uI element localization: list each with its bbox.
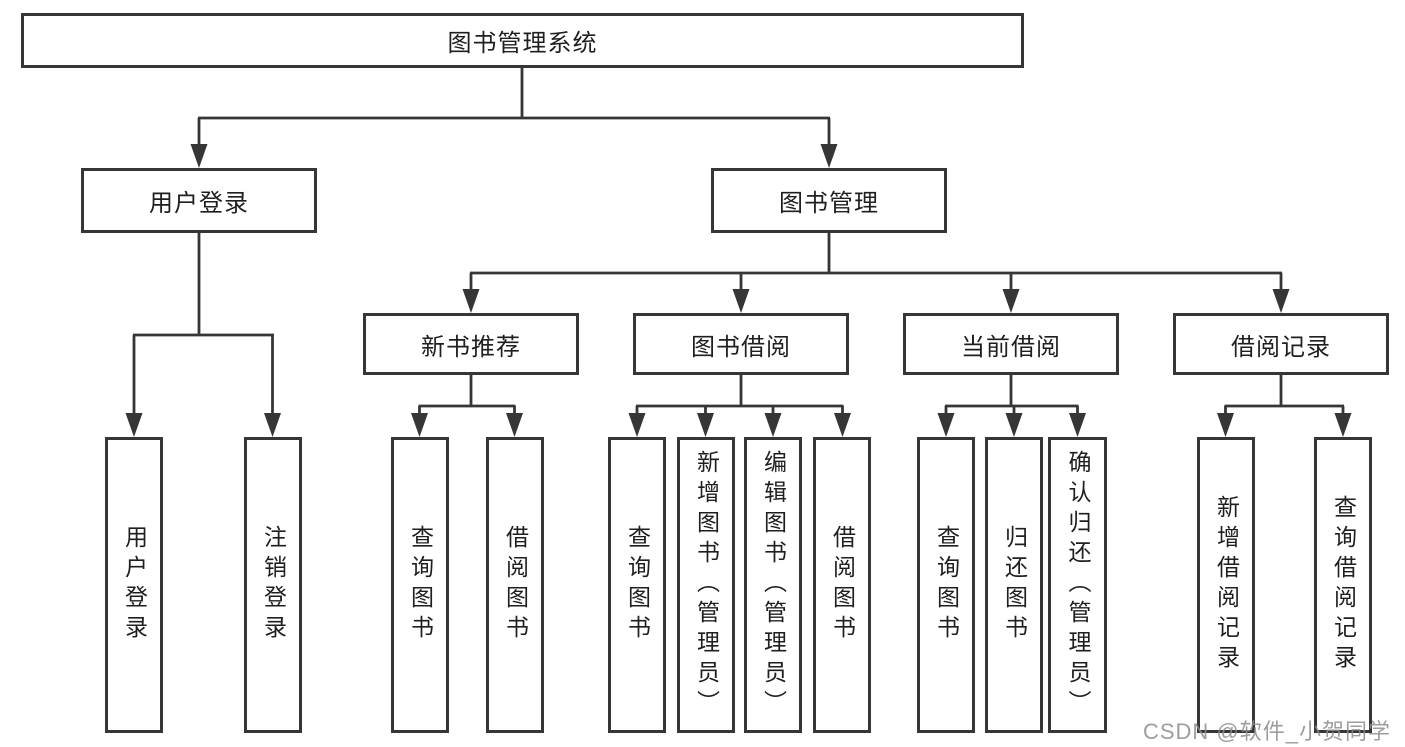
arrowheads-login-leaves [125,413,281,437]
connector-records-to-leaves [1224,375,1345,416]
node-label: 查询图书 [407,525,434,645]
node-label: 用户登录 [121,525,148,645]
arrowheads-level2 [190,144,838,168]
node-leaf-bb-borrow-book: 借阅图书 [813,437,871,733]
arrowheads-records-leaves [1217,413,1352,437]
node-new-book-recommend: 新书推荐 [363,313,579,375]
connector-newbook-to-leaves [418,375,516,416]
node-leaf-user-login: 用户登录 [105,437,163,733]
node-label: 借阅记录 [1231,333,1331,361]
node-label: 用户登录 [149,190,249,217]
node-label: 借阅图书 [502,525,529,645]
node-label: 查询图书 [624,525,651,645]
node-label: 编辑图书（管理员） [760,450,787,720]
node-label: 图书管理系统 [447,30,598,57]
node-book-management: 图书管理 [711,168,947,233]
arrowheads-borrow-leaves [628,413,851,437]
node-leaf-br-query-record: 查询借阅记录 [1314,437,1372,733]
node-label: 注销登录 [260,525,287,645]
node-label: 归还图书 [1001,525,1028,645]
connector-current-to-leaves [944,375,1079,416]
node-leaf-bb-add-book-admin: 新增图书（管理员） [677,437,735,733]
node-label: 新增图书（管理员） [693,450,720,720]
node-leaf-logout: 注销登录 [244,437,302,733]
node-leaf-cb-query-book: 查询图书 [917,437,975,733]
connector-root-to-level2 [197,68,831,147]
node-label: 新书推荐 [421,333,521,361]
node-current-borrow: 当前借阅 [903,313,1119,375]
node-book-borrow: 图书借阅 [633,313,849,375]
node-label: 确认归还（管理员） [1065,450,1091,720]
connector-login-to-leaves [132,233,274,416]
node-leaf-bb-query-book: 查询图书 [608,437,666,733]
node-label: 查询图书 [933,525,960,645]
node-label: 新增借阅记录 [1213,495,1240,675]
node-leaf-br-add-record: 新增借阅记录 [1197,437,1255,733]
node-leaf-bb-edit-book-admin: 编辑图书（管理员） [744,437,802,733]
node-label: 当前借阅 [961,333,1061,361]
node-leaf-nb-query-book: 查询图书 [391,437,449,733]
node-label: 图书管理 [779,190,879,217]
node-leaf-cb-confirm-return-admin: 确认归还（管理员） [1048,437,1107,733]
connector-borrow-to-leaves [635,375,844,416]
node-label: 借阅图书 [829,525,856,645]
node-leaf-cb-return-book: 归还图书 [985,437,1043,733]
node-label: 查询借阅记录 [1330,495,1357,675]
node-borrow-records: 借阅记录 [1173,313,1389,375]
node-root-library-system: 图书管理系统 [21,13,1024,68]
arrowheads-newbook-leaves [411,413,523,437]
connector-bookmgmt-to-level3 [469,233,1283,292]
arrowheads-level3 [462,289,1290,313]
node-user-login: 用户登录 [81,168,317,233]
node-label: 图书借阅 [691,333,791,361]
arrowheads-current-leaves [937,413,1086,437]
node-leaf-nb-borrow-book: 借阅图书 [486,437,544,733]
